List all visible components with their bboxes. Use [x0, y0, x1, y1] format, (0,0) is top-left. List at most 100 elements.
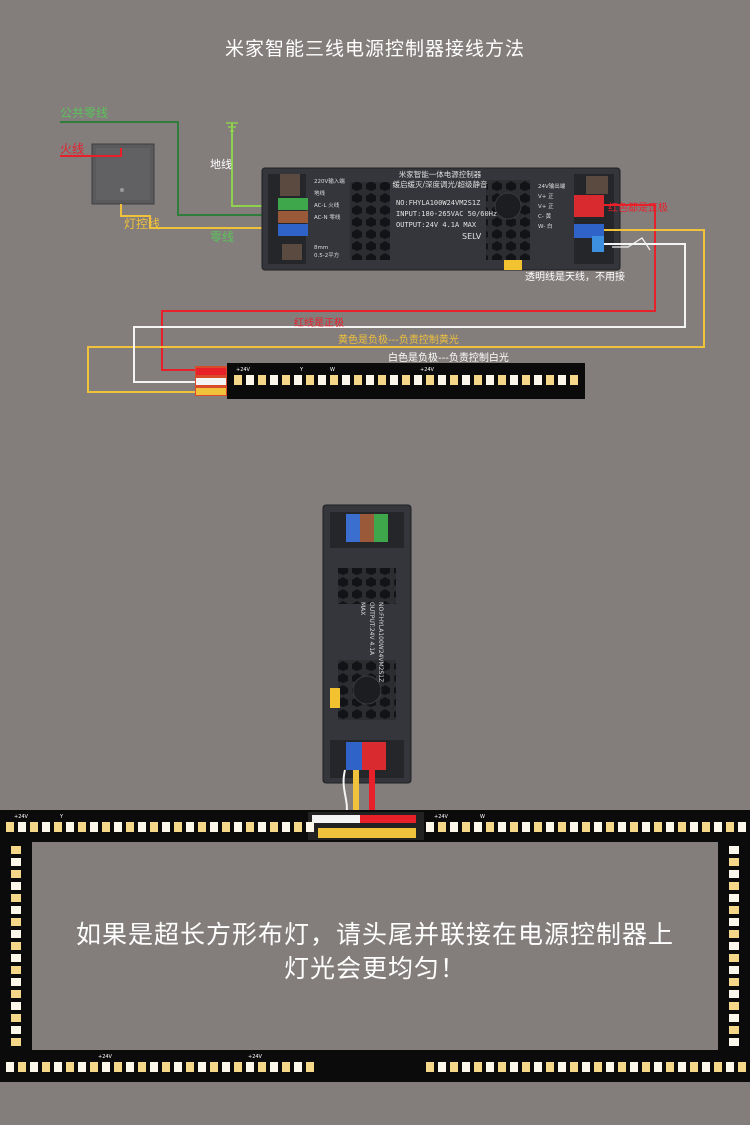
led-chip	[570, 822, 578, 832]
led-chip	[654, 1062, 662, 1072]
led-chip	[306, 1062, 314, 1072]
led-chip	[522, 375, 530, 385]
led-chip	[450, 1062, 458, 1072]
led-chip	[582, 1062, 590, 1072]
led-chip	[294, 375, 302, 385]
led-rectangle-frame	[0, 810, 750, 1082]
led-chip	[558, 822, 566, 832]
led-chip	[414, 375, 422, 385]
led-chip	[342, 375, 350, 385]
led-chip	[306, 822, 314, 832]
led-chip	[210, 822, 218, 832]
led-chip	[729, 990, 739, 998]
led-chip	[138, 822, 146, 832]
led-chip	[258, 1062, 266, 1072]
output-terminal-4: W- 白	[538, 224, 553, 230]
led-chip	[30, 822, 38, 832]
led-chip	[42, 1062, 50, 1072]
led-chip	[426, 1062, 434, 1072]
led-chip	[330, 375, 338, 385]
led-chip	[234, 822, 242, 832]
led-chip	[729, 942, 739, 950]
led-chip	[270, 375, 278, 385]
led-chip	[11, 846, 21, 854]
led-chip	[318, 375, 326, 385]
controller-name-block: 米家智能一体电源控制器 缓启缓灭/深度调光/超级静音	[392, 170, 488, 190]
led-chip	[282, 375, 290, 385]
wire-gauge: 0.5-2平方	[314, 253, 340, 259]
led-chip	[150, 1062, 158, 1072]
selv-mark: SELV	[462, 232, 482, 241]
led-chip	[11, 966, 21, 974]
led-chip	[522, 822, 530, 832]
annotation-red-positive-top: 红色都是正极	[608, 203, 668, 214]
led-chip	[729, 966, 739, 974]
led-chip	[570, 1062, 578, 1072]
led-chip	[11, 894, 21, 902]
led-chip	[378, 375, 386, 385]
led-chip	[630, 1062, 638, 1072]
led-chip	[450, 375, 458, 385]
led-chip	[630, 822, 638, 832]
led-chip	[234, 1062, 242, 1072]
led-chip	[729, 930, 739, 938]
vertical-controller-output: OUTPUT:24V 4.1A MAX	[359, 602, 375, 656]
output-header: 24V输出端	[538, 184, 566, 190]
led-chip	[738, 822, 746, 832]
led-chip	[438, 822, 446, 832]
annotation-white-negative: 白色是负极---负责控制白光	[388, 353, 509, 364]
led-chip	[606, 1062, 614, 1072]
led-chip	[402, 375, 410, 385]
led-chip	[294, 1062, 302, 1072]
page-title: 米家智能三线电源控制器接线方法	[224, 38, 525, 60]
led-chip	[390, 375, 398, 385]
controller-features: 缓启缓灭/深度调光/超级静音	[392, 180, 488, 189]
controller-horizontal	[261, 167, 621, 271]
input-terminal-1: 地线	[314, 191, 326, 197]
led-chip	[54, 822, 62, 832]
led-chip	[11, 978, 21, 986]
controller-model: NO:FHYLA100W24VM2S1Z	[396, 199, 481, 207]
led-chip	[258, 822, 266, 832]
led-chip	[294, 822, 302, 832]
led-chip	[678, 1062, 686, 1072]
led-chip	[246, 1062, 254, 1072]
led-chip	[11, 942, 21, 950]
led-chip	[594, 1062, 602, 1072]
strip-marking: +24V	[14, 814, 29, 820]
led-chip	[126, 822, 134, 832]
led-chip	[729, 978, 739, 986]
led-chip	[11, 1038, 21, 1046]
led-chip	[510, 375, 518, 385]
wall-switch	[91, 143, 155, 205]
led-chip	[78, 1062, 86, 1072]
led-chip	[474, 375, 482, 385]
led-chip	[729, 1002, 739, 1010]
led-chip	[582, 822, 590, 832]
led-chip	[729, 1014, 739, 1022]
annotation-yellow-negative: 黄色是负极---负责控制黄光	[338, 335, 459, 346]
led-chip	[90, 1062, 98, 1072]
led-chip	[11, 1002, 21, 1010]
strip-spec: 8mm 0.5-2平方	[314, 244, 339, 260]
led-chip	[738, 1062, 746, 1072]
led-chip	[726, 1062, 734, 1072]
led-chip	[18, 822, 26, 832]
led-chip	[66, 822, 74, 832]
led-chip	[6, 1062, 14, 1072]
led-chip	[666, 822, 674, 832]
led-chip	[714, 822, 722, 832]
led-chip	[11, 1014, 21, 1022]
led-chip	[729, 846, 739, 854]
led-chip	[546, 1062, 554, 1072]
led-chip	[654, 822, 662, 832]
led-chip	[186, 822, 194, 832]
led-chip	[210, 1062, 218, 1072]
led-chip	[282, 1062, 290, 1072]
led-chip	[66, 1062, 74, 1072]
led-chip	[270, 1062, 278, 1072]
bottom-note: 如果是超长方形布灯，请头尾并联接在电源控制器上 灯光会更均匀！	[0, 918, 750, 986]
led-chip	[11, 918, 21, 926]
